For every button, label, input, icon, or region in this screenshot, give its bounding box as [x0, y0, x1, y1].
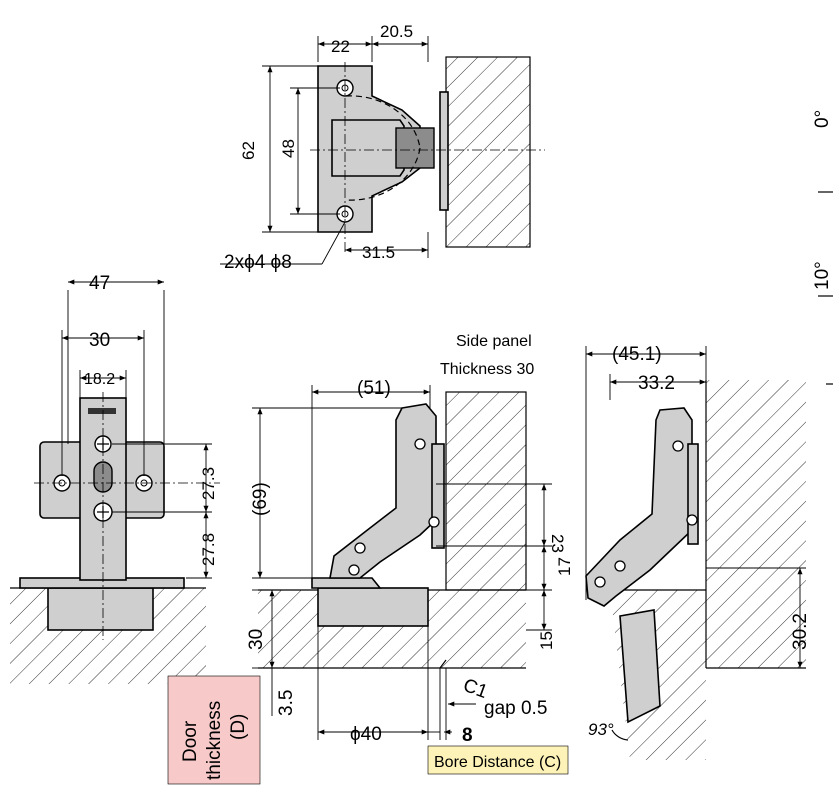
- open-hinge-arm: [585, 407, 693, 607]
- side-hinge-arm: [329, 403, 437, 579]
- front-cup: [47, 587, 154, 631]
- door-thickness-line1: Door: [180, 720, 201, 762]
- open-cup: [619, 609, 661, 724]
- door-thickness-label-box: [167, 675, 261, 785]
- front-logo-mark: [88, 408, 116, 414]
- holes-note: 2xϕ4 ϕ8: [224, 252, 292, 273]
- dim-23: 23: [548, 534, 567, 553]
- dim-33-2: 33.2: [638, 373, 675, 394]
- dim-17: 17: [555, 557, 574, 576]
- angle-0: 0°: [812, 110, 833, 128]
- right-edge-labels: 0° 10°: [812, 110, 833, 385]
- bore-distance-label: Bore Distance (C): [434, 754, 561, 771]
- side-panel-hatch: [445, 391, 527, 591]
- dim-47: 47: [89, 273, 110, 294]
- dim-45-1: (45.1): [612, 344, 662, 365]
- top-view: 22 20.5 62 48 31.5 2xϕ4 ϕ8: [220, 22, 545, 273]
- dim-27-8: 27.8: [199, 533, 218, 566]
- angle-93: 93°: [588, 720, 614, 739]
- side-panel-label-2: Thickness 30: [440, 361, 534, 378]
- top-mount-plate: [439, 91, 449, 211]
- open-view: (45.1) 33.2 30.2 93°: [585, 344, 811, 760]
- dim-phi40: ϕ40: [350, 724, 382, 745]
- side-panel-label-1: Side panel: [456, 333, 532, 350]
- side-mount-plate: [431, 443, 445, 549]
- dim-51: (51): [357, 378, 391, 399]
- door-thickness-line3: (D): [228, 714, 249, 740]
- dim-31-5: 31.5: [362, 243, 395, 262]
- side-view: Side panel Thickness 30 (51) (69) 23 17 …: [167, 333, 574, 785]
- top-cabinet-wall: [445, 56, 531, 248]
- top-cup-outline-upper: [345, 95, 421, 149]
- bore-distance-label-box: [427, 745, 569, 775]
- angle-10: 10°: [812, 261, 833, 290]
- open-mount-plate: [687, 443, 699, 545]
- dim-18-2: 18.2: [84, 371, 115, 388]
- top-hinge-knuckle: [395, 127, 435, 169]
- dim-48: 48: [279, 139, 298, 158]
- dim-8: 8: [462, 725, 473, 746]
- dim-20-5: 20.5: [380, 22, 413, 41]
- top-hinge-arm: [331, 119, 405, 177]
- gap-label: gap 0.5: [484, 698, 547, 719]
- dim-62: 62: [239, 141, 258, 160]
- open-side-panel-hatch: [706, 380, 806, 590]
- top-cup-outline-lower: [345, 147, 421, 201]
- dim-3-5: 3.5: [276, 690, 297, 716]
- dim-15: 15: [537, 631, 556, 650]
- dim-22: 22: [331, 37, 350, 56]
- dim-69: (69): [250, 482, 271, 516]
- front-view: 47 30 18.2 27.3 27.8: [10, 273, 220, 684]
- dim-27-3: 27.3: [199, 467, 218, 500]
- open-door-hatch: [610, 590, 806, 760]
- dim-30-2: 30.2: [790, 613, 811, 650]
- door-thickness-line2: thickness: [204, 701, 225, 780]
- dim-30-side: 30: [246, 629, 267, 650]
- dim-30: 30: [89, 330, 110, 351]
- side-cup: [317, 587, 429, 627]
